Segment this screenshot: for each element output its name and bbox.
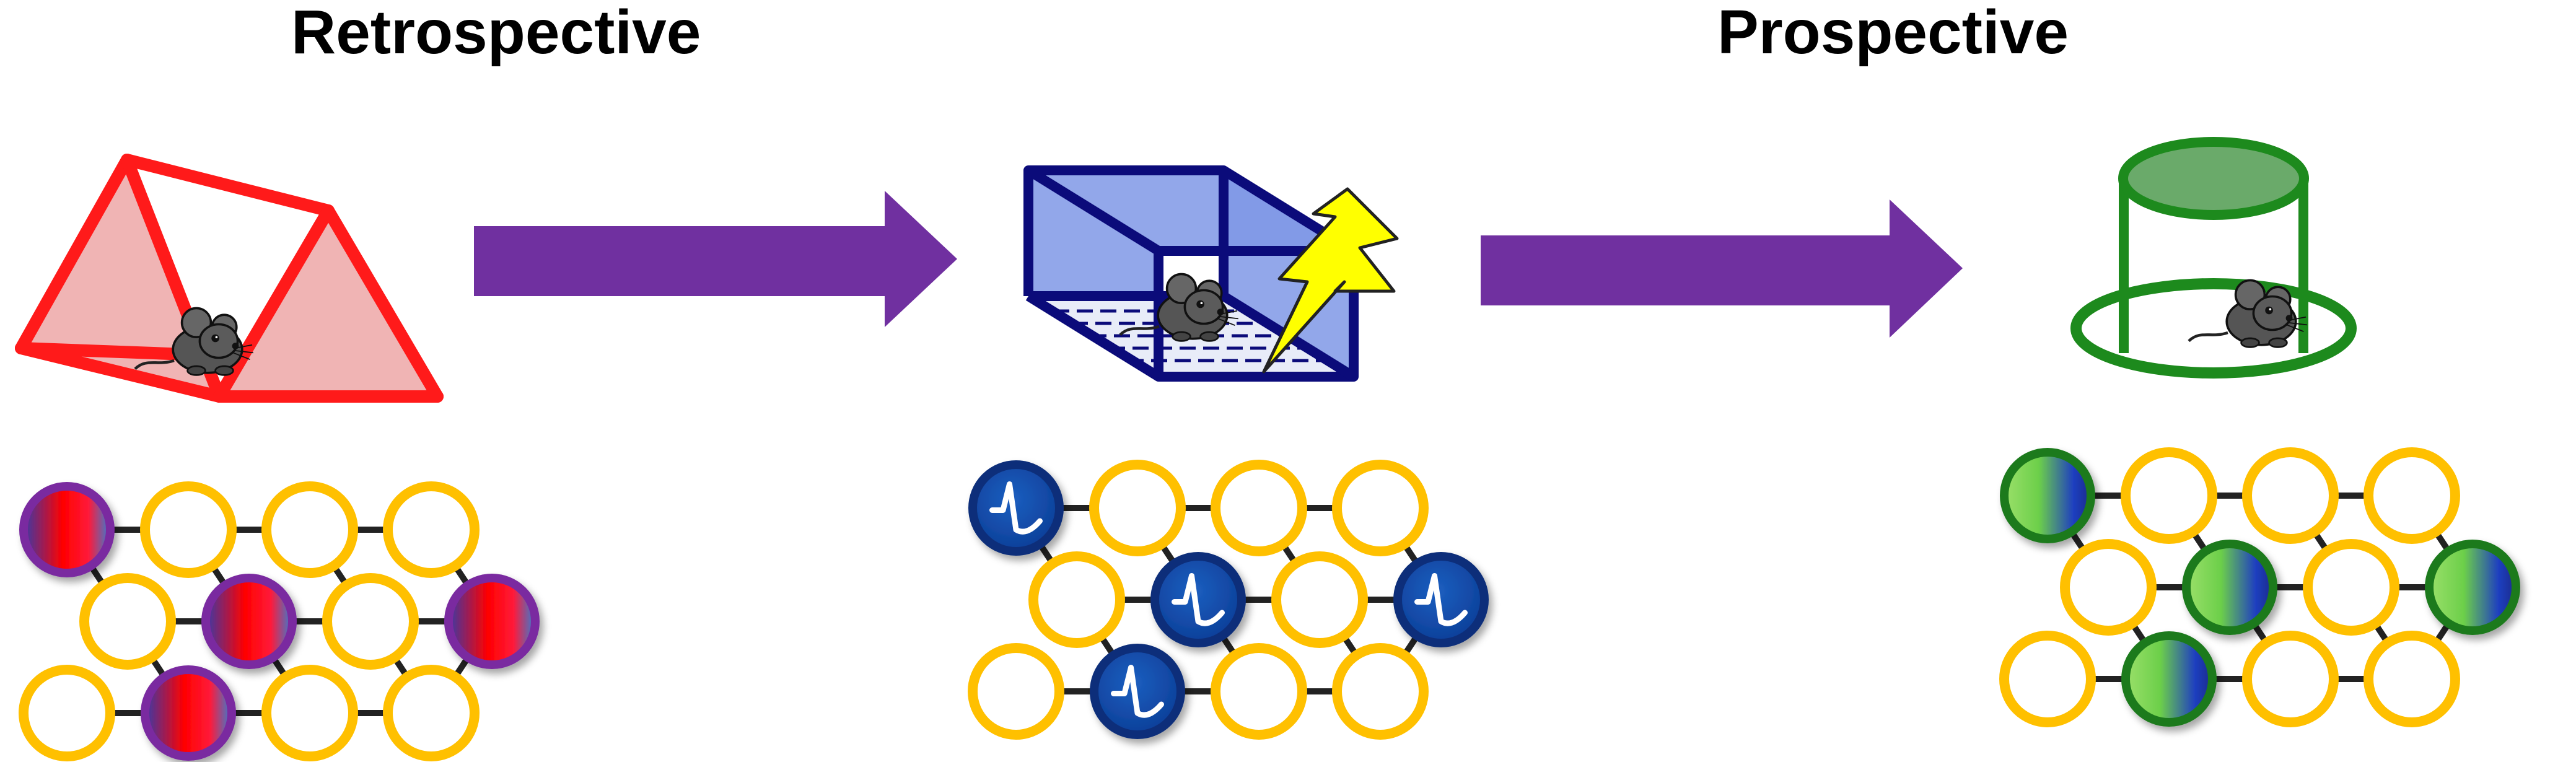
active-neuron xyxy=(2425,540,2520,635)
inactive-neuron xyxy=(261,665,358,761)
active-neuron xyxy=(968,460,1064,556)
inactive-neuron xyxy=(968,643,1064,740)
shock-box-context xyxy=(1023,165,1399,382)
inactive-neuron xyxy=(383,665,480,761)
inactive-neuron xyxy=(383,481,480,578)
inactive-neuron xyxy=(1211,643,1307,740)
inactive-neuron xyxy=(2060,539,2157,636)
spike-waveform-icon xyxy=(989,481,1043,535)
prospective-heading: Prospective xyxy=(1717,0,2069,67)
active-neuron xyxy=(19,482,115,577)
spike-waveform-icon xyxy=(1172,573,1225,626)
lightning-bolt-icon xyxy=(1262,187,1399,374)
active-neuron xyxy=(1393,552,1489,647)
inactive-neuron xyxy=(2303,539,2399,636)
inactive-neuron xyxy=(1271,551,1368,648)
inactive-neuron xyxy=(19,665,115,761)
inactive-neuron xyxy=(1211,460,1307,556)
active-neuron xyxy=(1090,644,1185,739)
active-neuron xyxy=(1150,552,1246,647)
inactive-neuron xyxy=(2242,447,2339,544)
inactive-neuron xyxy=(1999,631,2096,727)
round-arena-context xyxy=(2070,137,2357,379)
inactive-neuron xyxy=(140,481,237,578)
inactive-neuron xyxy=(1089,460,1186,556)
active-neuron xyxy=(444,574,540,669)
retrospective-heading: Retrospective xyxy=(291,0,701,67)
arrow-1 xyxy=(474,191,957,327)
arrow-2 xyxy=(1481,199,1963,338)
prospective-neuron-network xyxy=(1999,447,2520,727)
inactive-neuron xyxy=(2364,447,2460,544)
inactive-neuron xyxy=(1332,460,1429,556)
shock-neuron-network xyxy=(968,460,1489,740)
inactive-neuron xyxy=(2121,447,2217,544)
inactive-neuron xyxy=(261,481,358,578)
inactive-neuron xyxy=(1028,551,1125,648)
inactive-neuron xyxy=(2242,631,2339,727)
inactive-neuron xyxy=(79,573,176,670)
active-neuron xyxy=(201,574,297,669)
spike-waveform-icon xyxy=(1111,665,1164,718)
inactive-neuron xyxy=(1332,643,1429,740)
active-neuron xyxy=(2000,448,2095,543)
active-neuron xyxy=(2121,631,2217,727)
inactive-neuron xyxy=(2364,631,2460,727)
triangular-chamber-context xyxy=(15,154,444,403)
inactive-neuron xyxy=(322,573,419,670)
active-neuron xyxy=(141,665,236,761)
active-neuron xyxy=(2182,540,2277,635)
retrospective-neuron-network xyxy=(19,481,540,761)
spike-waveform-icon xyxy=(1414,573,1468,626)
